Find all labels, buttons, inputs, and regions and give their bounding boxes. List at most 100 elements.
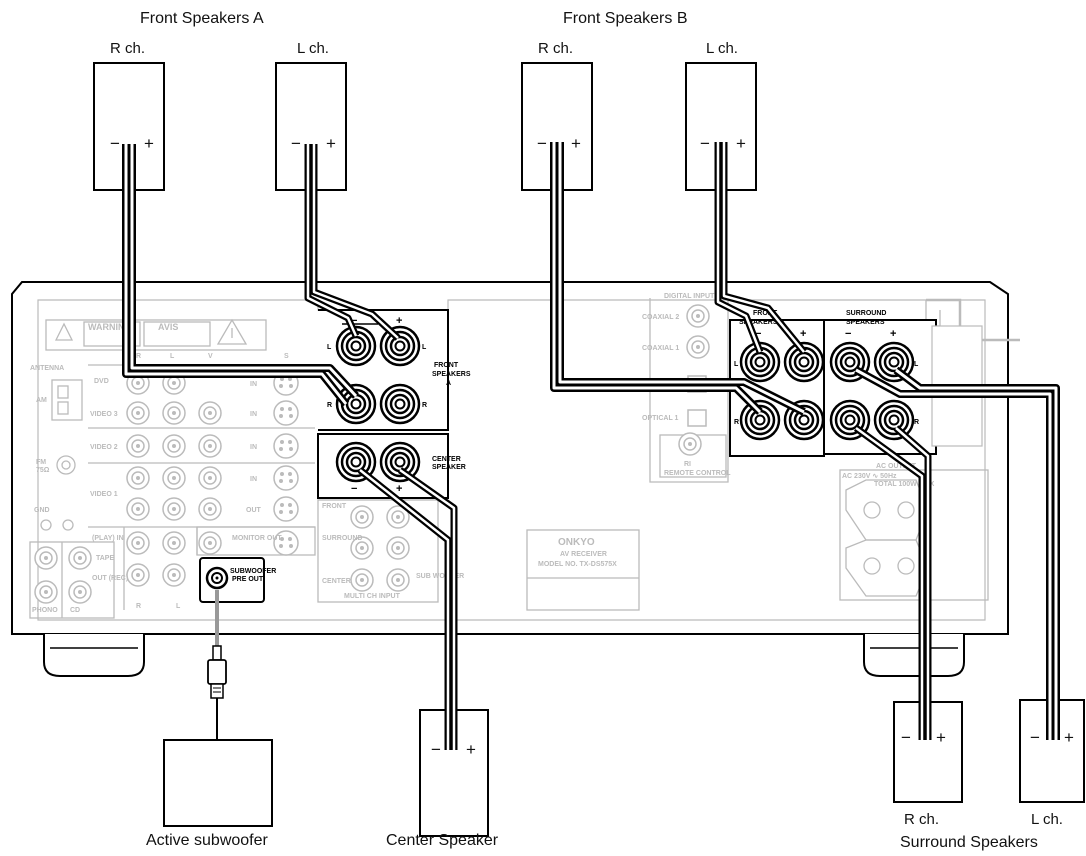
spk-sr-plus: + bbox=[936, 728, 946, 747]
spk-c-plus: + bbox=[466, 740, 476, 759]
col-s-label: S bbox=[284, 353, 289, 360]
front-speakers-a-title: Front Speakers A bbox=[140, 10, 264, 27]
term-b-r: R bbox=[734, 419, 739, 426]
spk-sl-plus: + bbox=[1064, 728, 1074, 747]
term-a-l-right: L bbox=[422, 344, 427, 351]
remote-control-label: REMOTE CONTROL bbox=[664, 470, 731, 477]
total-label: TOTAL 100W MAX bbox=[874, 481, 935, 488]
coaxial-2-label: COAXIAL 2 bbox=[642, 314, 679, 321]
front-a-l-ch: L ch. bbox=[297, 40, 329, 57]
in-label-1: IN bbox=[250, 381, 257, 388]
subwoofer-pre-out: SUBWOOFER PRE OUT bbox=[199, 557, 276, 603]
term-a-r-right: R bbox=[422, 402, 427, 409]
phono-label: PHONO bbox=[32, 607, 58, 614]
multi-sub-label: SUB WOOFER bbox=[416, 573, 464, 580]
video3-label: VIDEO 3 bbox=[90, 411, 118, 418]
subwoofer-box bbox=[163, 739, 273, 827]
play-in-label: (PLAY) IN bbox=[92, 535, 124, 542]
term-c-plus: + bbox=[396, 483, 402, 495]
front-b-surround-terminals: FRONT SPEAKERS B SURROUND SPEAKERS L R L… bbox=[729, 310, 983, 457]
subwoofer-label: SUBWOOFER bbox=[230, 568, 276, 575]
surround-r-ch: R ch. bbox=[904, 811, 940, 828]
col-l-label: L bbox=[170, 353, 175, 360]
active-subwoofer-label: Active subwoofer bbox=[146, 832, 268, 849]
multi-surround-label: SURROUND bbox=[322, 535, 362, 542]
multi-front-label: FRONT bbox=[322, 503, 347, 510]
brand-logo: ONKYO bbox=[558, 537, 595, 548]
col-l-bottom-label: L bbox=[176, 603, 181, 610]
spk-a-r-plus: + bbox=[144, 134, 154, 153]
warning-label: WARNING bbox=[88, 322, 132, 332]
term-s-r: R bbox=[914, 419, 919, 426]
coaxial-1-label: COAXIAL 1 bbox=[642, 345, 679, 352]
spk-b-l-plus: + bbox=[736, 134, 746, 153]
optical-1-label: OPTICAL 1 bbox=[642, 415, 679, 422]
model-label: MODEL NO. TX-DS575X bbox=[538, 561, 617, 568]
col-v-label: V bbox=[208, 353, 213, 360]
digital-input-label: DIGITAL INPUT bbox=[664, 293, 715, 300]
term-b-plus: + bbox=[800, 328, 806, 340]
front-b-label-2: SPEAKERS B bbox=[739, 319, 785, 326]
term-a-minus: − bbox=[351, 315, 357, 327]
antenna-label: ANTENNA bbox=[30, 365, 64, 372]
spk-b-r-minus: − bbox=[537, 134, 547, 153]
term-s-l: L bbox=[914, 361, 919, 368]
multi-center-label: CENTER bbox=[322, 578, 351, 585]
cd-label: CD bbox=[70, 607, 80, 614]
avis-label: AVIS bbox=[158, 322, 178, 332]
tape-label: TAPE bbox=[96, 555, 114, 562]
in-label-2: IN bbox=[250, 411, 257, 418]
ri-label: RI bbox=[684, 461, 691, 468]
video1-label: VIDEO 1 bbox=[90, 491, 118, 498]
term-a-l-left: L bbox=[327, 344, 332, 351]
front-b-label-1: FRONT bbox=[753, 310, 778, 317]
video2-label: VIDEO 2 bbox=[90, 444, 118, 451]
speaker-cables bbox=[122, 142, 1060, 750]
front-b-r-ch: R ch. bbox=[538, 40, 574, 57]
front-speakers-b-title: Front Speakers B bbox=[563, 10, 688, 27]
out-label: OUT bbox=[246, 507, 262, 514]
term-a-plus: + bbox=[396, 315, 402, 327]
ac-spec-label: AC 230V ∿ 50Hz bbox=[842, 473, 897, 480]
dvd-label: DVD bbox=[94, 378, 109, 385]
spk-c-minus: − bbox=[431, 740, 441, 759]
spk-a-l-plus: + bbox=[326, 134, 336, 153]
col-r-label: R bbox=[136, 353, 141, 360]
spk-b-l-minus: − bbox=[700, 134, 710, 153]
spk-sl-minus: − bbox=[1030, 728, 1040, 747]
gnd-label: GND bbox=[34, 507, 50, 514]
av-receiver-label: AV RECEIVER bbox=[560, 551, 607, 558]
am-label: AM bbox=[36, 397, 47, 404]
subwoofer-cable bbox=[207, 590, 227, 740]
surround-label-2: SPEAKERS bbox=[846, 319, 885, 326]
term-a-r-left: R bbox=[327, 402, 332, 409]
in-label-4: IN bbox=[250, 476, 257, 483]
term-c-minus: − bbox=[351, 483, 357, 495]
spk-a-l-minus: − bbox=[291, 134, 301, 153]
spk-sr-minus: − bbox=[901, 728, 911, 747]
front-a-label-2: SPEAKERS bbox=[432, 371, 471, 378]
col-r-bottom-label: R bbox=[136, 603, 141, 610]
term-s-plus: + bbox=[890, 328, 896, 340]
front-a-label-3: A bbox=[446, 380, 451, 387]
pre-out-label: PRE OUT bbox=[232, 576, 264, 583]
multi-ch-input-label: MULTI CH INPUT bbox=[344, 593, 401, 600]
out-rec-label: OUT (REC) bbox=[92, 575, 128, 582]
spk-a-r-minus: − bbox=[110, 134, 120, 153]
panel-faded-labels: ANTENNA AM FM 75Ω GND DVD VIDEO 3 VIDEO … bbox=[30, 293, 935, 614]
panel-detail bbox=[29, 298, 1020, 619]
ac-outlet-label: AC OUTLET bbox=[876, 463, 917, 470]
front-b-l-ch: L ch. bbox=[706, 40, 738, 57]
front-a-r-ch: R ch. bbox=[110, 40, 146, 57]
front-a-label-1: FRONT bbox=[434, 362, 459, 369]
surround-speakers-label: Surround Speakers bbox=[900, 834, 1038, 851]
center-label-2: SPEAKER bbox=[432, 464, 466, 471]
surround-l-ch: L ch. bbox=[1031, 811, 1063, 828]
surround-label-1: SURROUND bbox=[846, 310, 886, 317]
term-b-l: L bbox=[734, 361, 739, 368]
fm-label: FM bbox=[36, 459, 46, 466]
fm-ohm-label: 75Ω bbox=[36, 467, 50, 474]
spk-b-r-plus: + bbox=[571, 134, 581, 153]
monitor-out-label: MONITOR OUT bbox=[232, 535, 282, 542]
